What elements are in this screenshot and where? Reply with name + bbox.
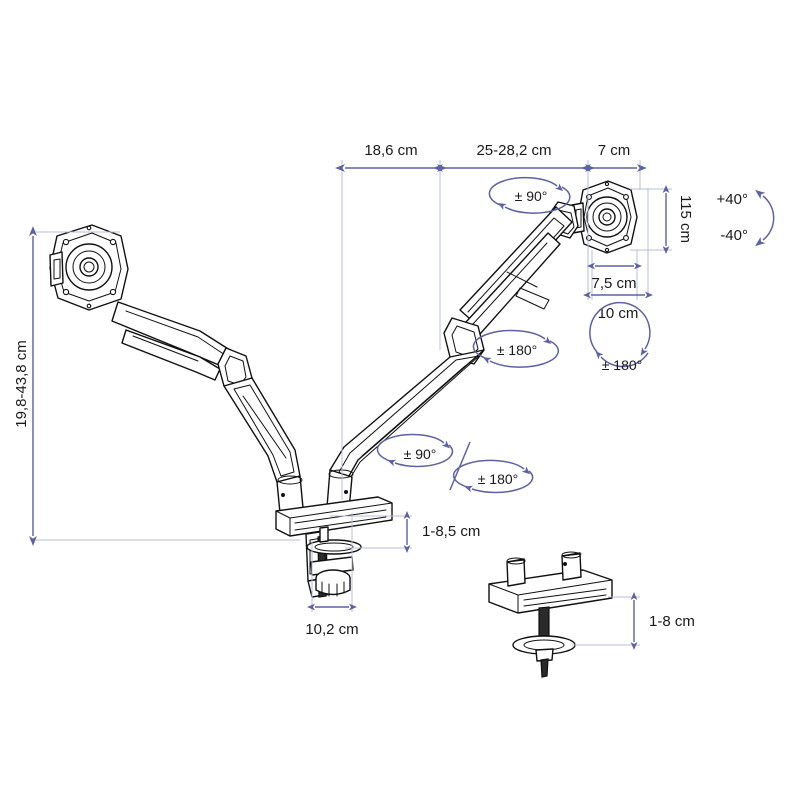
left-monitor-vesa-plate xyxy=(49,224,129,311)
rotation-arrow-icon xyxy=(488,176,571,214)
rotation-label-base-rotate: ± 180° xyxy=(478,471,519,487)
tilt-arc-icon xyxy=(755,189,775,247)
dimension-label-height-range: 19,8-43,8 cm xyxy=(13,340,30,428)
dimension-vesa-height: 115 cm xyxy=(630,185,694,254)
tilt-label-down: -40° xyxy=(720,227,748,244)
right-monitor-vesa-plate xyxy=(571,180,638,254)
rotation-badge-elbow-rotate: ± 180° xyxy=(472,329,560,368)
dimension-label-grommet-thickness: 1-8 cm xyxy=(649,613,695,630)
rotation-arrow-icon xyxy=(376,433,454,468)
rotation-label-head-rotate: ± 180° xyxy=(602,357,643,373)
rotation-label-head-swivel: ± 90° xyxy=(515,188,548,204)
dimension-clamp-depth: 10,2 cm xyxy=(305,513,359,638)
rotation-arrow-icon xyxy=(472,329,560,368)
dimension-label-vesa-large: 10 cm xyxy=(598,305,639,322)
dimension-label-clamp-depth: 10,2 cm xyxy=(305,621,358,638)
dimension-top-chain: 18,6 cm 25-28,2 cm 7 cm xyxy=(335,142,647,500)
dimension-label-segment-extend: 25-28,2 cm xyxy=(476,142,551,159)
tilt-badge: +40° -40° xyxy=(717,189,775,247)
rotation-badge-head-swivel: ± 90° xyxy=(488,176,571,214)
grommet-mount-detail xyxy=(488,551,613,678)
dimension-grommet-thickness: 1-8 cm xyxy=(572,592,695,650)
desk-clamp-base xyxy=(275,496,393,598)
dimension-height-range: 19,8-43,8 cm xyxy=(13,226,300,546)
rotation-badge-head-rotate: ± 180° xyxy=(589,301,651,373)
dimension-label-clamp-thickness: 1-8,5 cm xyxy=(422,523,480,540)
dimension-label-vesa-small: 7,5 cm xyxy=(591,275,636,292)
rotation-arrow-icon xyxy=(452,459,534,494)
dimension-label-segment-head: 7 cm xyxy=(598,142,631,159)
dimension-clamp-thickness: 1-8,5 cm xyxy=(330,511,480,553)
rotation-label-elbow-rotate: ± 180° xyxy=(497,342,538,358)
right-arm-assembly xyxy=(326,201,579,511)
rotation-badge-base-rotate: ± 180° xyxy=(452,459,534,494)
dimension-vesa-widths: 7,5 cm 10 cm xyxy=(583,188,653,322)
left-arm-assembly xyxy=(111,301,304,514)
dimension-label-vesa-height: 115 cm xyxy=(677,195,694,243)
rotation-arrow-icon xyxy=(589,301,651,368)
tilt-label-up: +40° xyxy=(717,191,748,208)
dimension-label-segment-inner: 18,6 cm xyxy=(364,142,417,159)
rotation-label-base-swivel: ± 90° xyxy=(404,446,437,462)
badge-separator-slash xyxy=(449,441,471,491)
rotation-badge-base-swivel: ± 90° xyxy=(376,433,454,468)
